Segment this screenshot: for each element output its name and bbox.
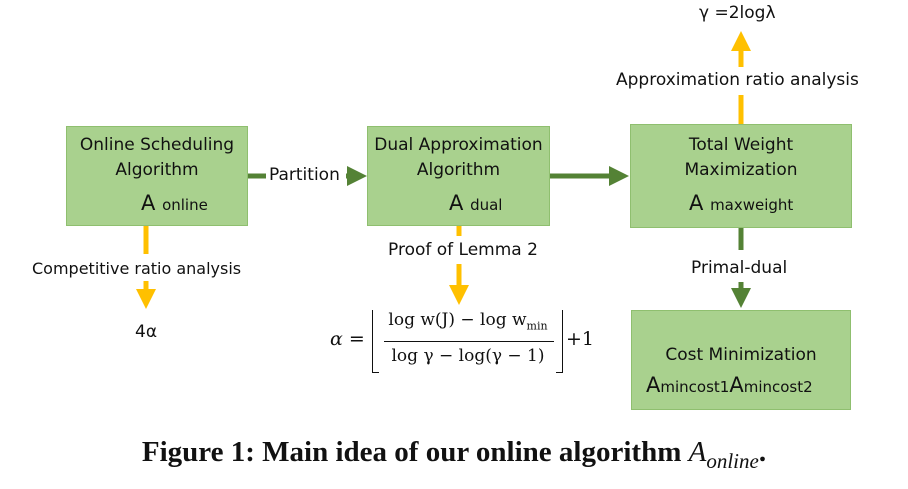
online-box-symbol: A online [141,191,208,215]
caption-math-base: A [688,436,707,468]
fraction-bar [384,341,554,342]
approximation-ratio-label: Approximation ratio analysis [614,70,861,90]
gamma-equation: γ =2logλ [699,3,776,23]
total-box-sub: maxweight [710,196,794,214]
dual-box-line1: Dual Approximation [374,135,543,155]
online-scheduling-box: Online Scheduling Algorithm A online [66,126,248,226]
formula-denominator: log γ − log(γ − 1) [391,346,545,366]
formula-numerator-sub: min [526,319,548,333]
caption-text: Figure 1: Main idea of our online algori… [141,436,689,468]
proof-lemma-label: Proof of Lemma 2 [388,240,538,260]
cost-box-sym2: A [729,373,744,397]
caption-math-sub: online [706,448,759,473]
cost-box-line1: Cost Minimization [665,345,817,365]
alpha-formula: α = log w(J) − log wmin log γ − log(γ − … [330,306,610,378]
cost-box-sub2: mincost2 [743,378,813,396]
floor-left-bracket [372,310,379,373]
four-alpha-result: 4α [135,322,158,342]
cost-box-sub1: mincost1 [660,378,730,396]
formula-numerator-main: log w(J) − log w [388,310,527,330]
total-box-symbol: A maxweight [689,191,793,215]
floor-right-bracket [556,310,563,373]
total-box-line2: Maximization [684,160,798,180]
cost-minimization-box: Cost Minimization Amincost1Amincost2 [631,310,851,410]
dual-approximation-box: Dual Approximation Algorithm A dual [367,126,550,226]
formula-lhs: α = [330,328,365,350]
dual-box-sym: A [449,191,464,215]
dual-box-line2: Algorithm [416,160,501,180]
online-box-line2: Algorithm [115,160,199,180]
online-box-sub: online [162,196,208,214]
partition-label: Partition [269,165,340,185]
cost-box-symbol: Amincost1Amincost2 [646,373,813,397]
formula-plus-one: +1 [566,328,595,350]
formula-numerator: log w(J) − log wmin [382,310,554,332]
online-box-sym: A [141,191,156,215]
online-box-line1: Online Scheduling [79,135,235,155]
primal-dual-label: Primal-dual [689,258,790,278]
total-weight-box: Total Weight Maximization A maxweight [630,124,852,228]
figure-caption: Figure 1: Main idea of our online algori… [0,436,908,474]
dual-box-sub: dual [470,196,503,214]
total-box-sym: A [689,191,704,215]
dual-box-symbol: A dual [449,191,502,215]
cost-box-sym1: A [646,373,661,397]
competitive-ratio-label: Competitive ratio analysis [30,259,244,278]
caption-period: . [758,436,767,468]
total-box-line1: Total Weight [688,135,794,155]
